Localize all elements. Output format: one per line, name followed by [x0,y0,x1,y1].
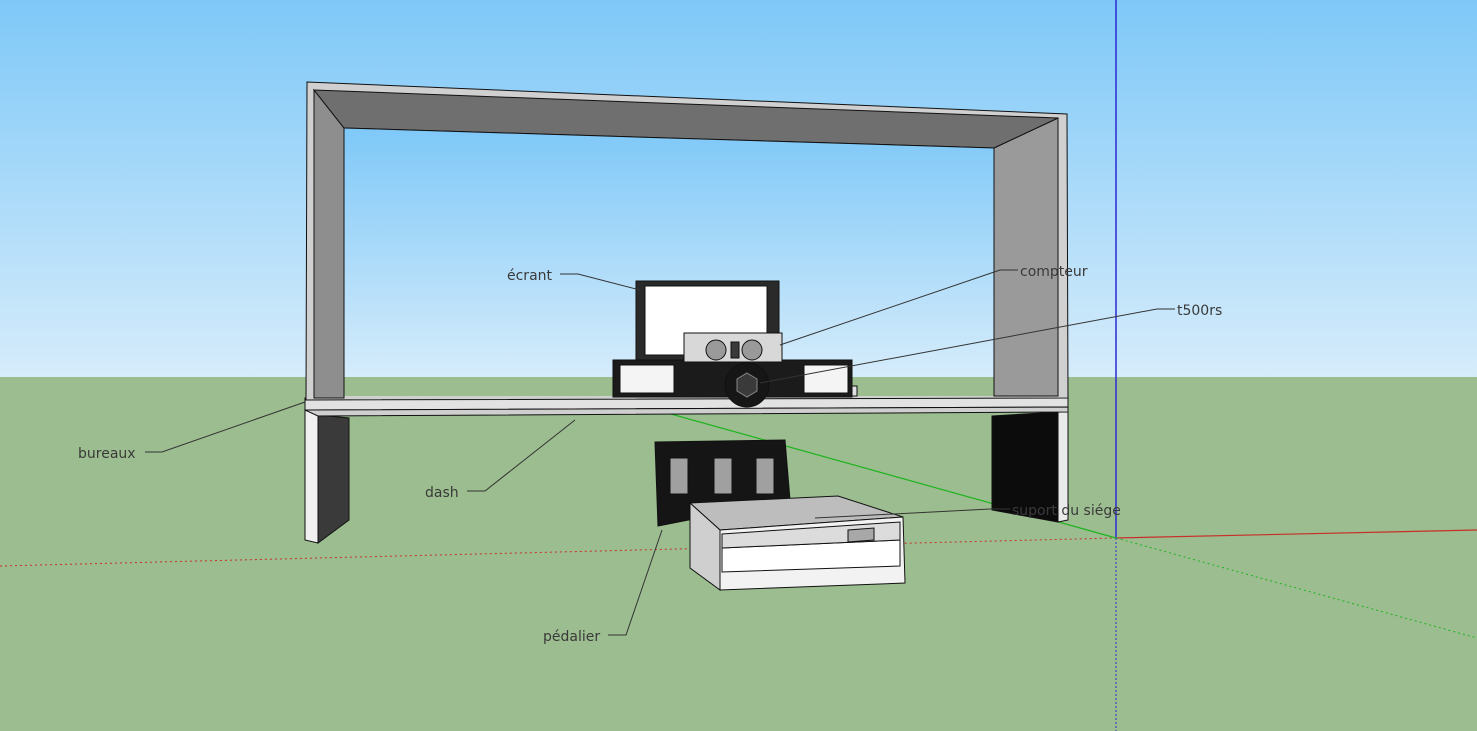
red-axis [1115,529,1477,539]
label-t500rs: t500rs [1177,303,1222,319]
leader-lines [145,269,1175,636]
label-suport-siege: suport du siége [1012,503,1121,519]
label-bureaux: bureaux [78,446,136,462]
leader-dash [467,419,576,492]
leader-ecrant [560,273,641,291]
label-dash: dash [425,485,459,501]
gauge-cluster-model[interactable] [683,332,783,363]
leader-t500rs [759,308,1175,384]
seat-support-model[interactable] [688,495,906,591]
label-compteur: compteur [1020,264,1088,280]
label-ecrant: écrant [507,268,553,284]
leader-compteur [779,269,1018,346]
leader-pedalier [608,529,663,636]
leader-bureaux [145,401,306,453]
leader-suport [814,508,1010,519]
label-pedalier: pédalier [543,629,600,645]
wheel-model[interactable] [724,362,770,408]
red-axis-dotted [0,537,1117,567]
